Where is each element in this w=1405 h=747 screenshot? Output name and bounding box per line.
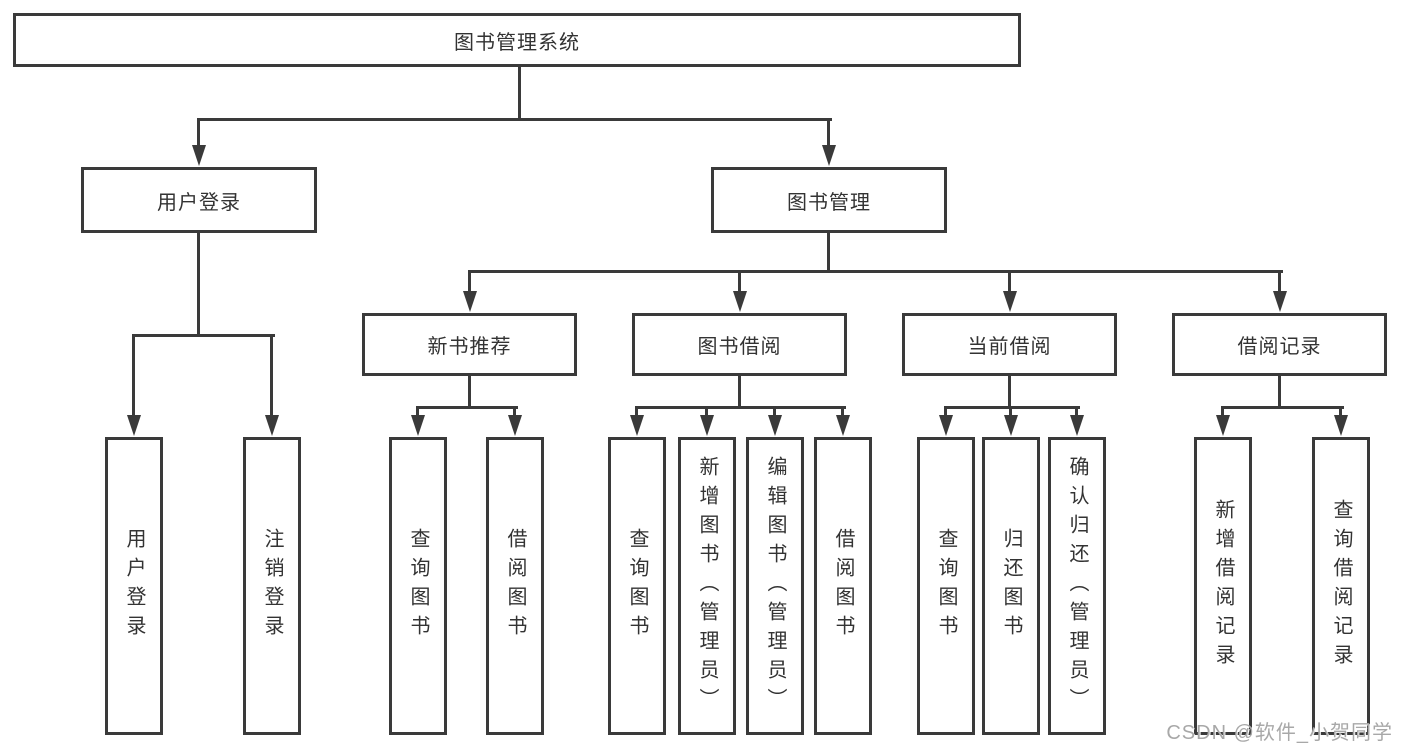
arrowhead-down-icon — [700, 415, 714, 436]
arrowhead-down-icon — [836, 415, 850, 436]
leaf-add-borrow-record: 新增借阅记录 — [1194, 437, 1252, 735]
node-user-login-label: 用户登录 — [157, 191, 241, 214]
leaf-query-book-current: 查询图书 — [917, 437, 975, 735]
leaf-return-book: 归还图书 — [982, 437, 1040, 735]
node-book-management: 图书管理 — [711, 167, 947, 233]
arrowhead-down-icon — [1004, 415, 1018, 436]
leaf-confirm-return-admin: 确认归还（管理员） — [1048, 437, 1106, 735]
arrowhead-down-icon — [1334, 415, 1348, 436]
connector-vline — [416, 406, 419, 418]
arrowhead-down-icon — [1273, 291, 1287, 312]
node-current-borrow-label: 当前借阅 — [967, 336, 1052, 358]
connector-vline — [132, 334, 135, 418]
leaf-query-book-borrow: 查询图书 — [608, 437, 666, 735]
connector-vline — [468, 270, 471, 294]
arrowhead-down-icon — [508, 415, 522, 436]
connector-vline — [1278, 374, 1281, 409]
arrowhead-down-icon — [265, 415, 279, 436]
node-book-management-label: 图书管理 — [787, 191, 871, 214]
node-borrow-records-label: 借阅记录 — [1237, 336, 1322, 358]
connector-vline — [827, 118, 830, 148]
connector-vline — [1075, 406, 1078, 418]
arrowhead-down-icon — [1003, 291, 1017, 312]
leaf-label: 编辑图书（管理员） — [764, 455, 786, 717]
node-borrow-records: 借阅记录 — [1172, 313, 1387, 376]
connector-vline — [1008, 270, 1011, 294]
arrowhead-down-icon — [127, 415, 141, 436]
leaf-label: 借阅图书 — [832, 528, 854, 644]
connector-vline — [705, 406, 708, 418]
leaf-query-borrow-record: 查询借阅记录 — [1312, 437, 1370, 735]
node-root: 图书管理系统 — [13, 13, 1021, 67]
arrowhead-down-icon — [822, 145, 836, 166]
leaf-label: 新增图书（管理员） — [696, 455, 718, 717]
node-new-book-recommend-label: 新书推荐 — [427, 336, 512, 358]
connector-vline — [1008, 374, 1011, 409]
arrowhead-down-icon — [733, 291, 747, 312]
leaf-logout-login: 注销登录 — [243, 437, 301, 735]
arrowhead-down-icon — [630, 415, 644, 436]
arrowhead-down-icon — [939, 415, 953, 436]
connector-vline — [518, 65, 521, 121]
leaf-borrow-book: 借阅图书 — [814, 437, 872, 735]
connector-vline — [1221, 406, 1224, 418]
arrowhead-down-icon — [1070, 415, 1084, 436]
connector-vline — [635, 406, 638, 418]
leaf-label: 查询借阅记录 — [1330, 499, 1352, 673]
arrowhead-down-icon — [192, 145, 206, 166]
leaf-label: 注销登录 — [261, 528, 283, 644]
leaf-label: 借阅图书 — [504, 528, 526, 644]
leaf-query-book-recommend: 查询图书 — [389, 437, 447, 735]
arrowhead-down-icon — [463, 291, 477, 312]
node-book-borrow: 图书借阅 — [632, 313, 847, 376]
connector-vline — [270, 334, 273, 418]
connector-vline — [197, 118, 200, 148]
connector-vline — [513, 406, 516, 418]
watermark: CSDN @软件_小贺同学 — [1166, 722, 1393, 744]
connector-hline — [468, 270, 1283, 273]
connector-hline — [197, 118, 832, 121]
leaf-label: 查询图书 — [626, 528, 648, 644]
leaf-edit-book-admin: 编辑图书（管理员） — [746, 437, 804, 735]
leaf-borrow-book-recommend: 借阅图书 — [486, 437, 544, 735]
connector-hline — [132, 334, 275, 337]
node-current-borrow: 当前借阅 — [902, 313, 1117, 376]
connector-vline — [738, 374, 741, 409]
connector-vline — [197, 231, 200, 337]
connector-vline — [1009, 406, 1012, 418]
arrowhead-down-icon — [411, 415, 425, 436]
connector-hline — [635, 406, 846, 409]
leaf-user-login: 用户登录 — [105, 437, 163, 735]
leaf-label: 归还图书 — [1000, 528, 1022, 644]
connector-vline — [773, 406, 776, 418]
node-user-login: 用户登录 — [81, 167, 317, 233]
leaf-label: 查询图书 — [935, 528, 957, 644]
node-book-borrow-label: 图书借阅 — [697, 336, 782, 358]
leaf-label: 新增借阅记录 — [1212, 499, 1234, 673]
connector-hline — [1221, 406, 1344, 409]
arrowhead-down-icon — [1216, 415, 1230, 436]
arrowhead-down-icon — [768, 415, 782, 436]
connector-vline — [944, 406, 947, 418]
connector-hline — [944, 406, 1080, 409]
connector-hline — [416, 406, 518, 409]
node-root-label: 图书管理系统 — [454, 31, 580, 54]
connector-vline — [841, 406, 844, 418]
connector-vline — [738, 270, 741, 294]
connector-vline — [1339, 406, 1342, 418]
connector-vline — [1278, 270, 1281, 294]
connector-vline — [468, 374, 471, 409]
connector-vline — [827, 231, 830, 273]
leaf-label: 确认归还（管理员） — [1066, 455, 1088, 717]
leaf-add-book-admin: 新增图书（管理员） — [678, 437, 736, 735]
leaf-label: 查询图书 — [407, 528, 429, 644]
leaf-label: 用户登录 — [123, 528, 145, 644]
node-new-book-recommend: 新书推荐 — [362, 313, 577, 376]
